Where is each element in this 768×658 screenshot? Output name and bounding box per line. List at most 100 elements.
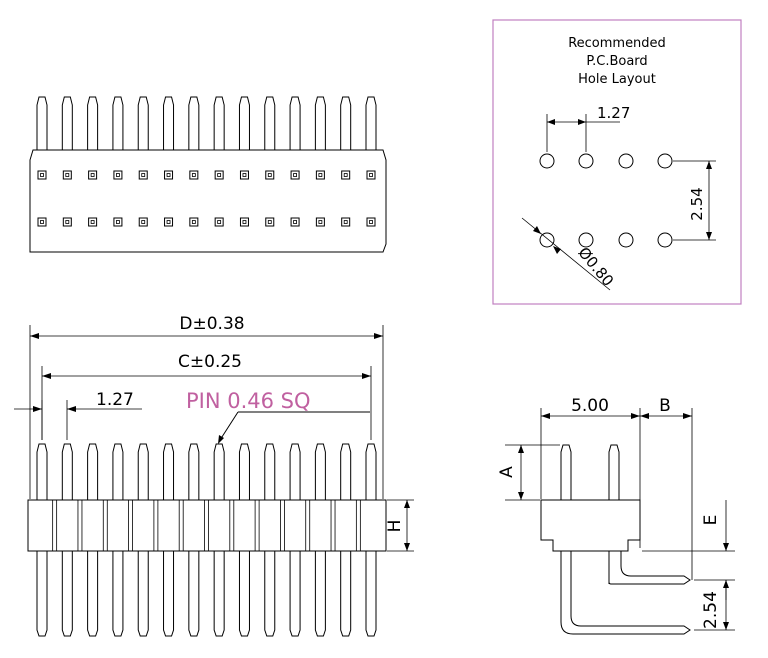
top-view-pin [112, 96, 124, 150]
top-view-pin-square-inner [293, 173, 297, 177]
hole-pitch-label: 1.27 [597, 104, 630, 122]
front-view-pin-upper [61, 443, 73, 500]
top-view-pin-square-inner [293, 220, 297, 224]
dim-d: D±0.38 [29, 314, 384, 499]
front-view-pin-lower [137, 551, 149, 637]
top-view-pin-square-inner [166, 173, 171, 177]
front-view-pin-lower [365, 551, 377, 637]
top-view-pin-square [341, 170, 351, 180]
front-view-pin-lower [289, 551, 301, 637]
dim-h: H [385, 499, 414, 552]
top-view-pin-square-inner [116, 173, 120, 177]
hole-layout-border [492, 19, 742, 305]
top-view-pin-square-inner [90, 173, 95, 177]
dim-d-label: D±0.38 [179, 314, 244, 334]
front-view-pin-upper [289, 443, 301, 500]
top-view-pin-square-inner [40, 173, 44, 177]
front-view-pin-upper [213, 443, 225, 500]
top-view-pin-square [290, 170, 300, 180]
top-view-pin [188, 96, 200, 150]
top-view-pin-square [88, 217, 98, 227]
side-view: A 5.00 B E [497, 396, 735, 635]
top-view-pin-square [113, 170, 123, 180]
top-view [29, 96, 387, 253]
front-view-pin-lower [238, 551, 250, 637]
top-view-pin-marks [37, 170, 376, 227]
top-view-pin-square-inner [166, 220, 171, 224]
top-view-pin-square [214, 170, 224, 180]
top-view-pin [36, 96, 48, 150]
top-view-pin-square [315, 217, 325, 227]
front-view-pins [36, 443, 377, 637]
dim-a: A [497, 444, 560, 501]
hole-layout-title-line-3: Hole Layout [578, 72, 656, 87]
dim-offset-label: 5.00 [571, 396, 609, 416]
top-view-pin-square-inner [369, 173, 373, 177]
side-pin-upper-1 [560, 444, 572, 500]
top-view-pin-square [37, 217, 47, 227]
top-view-pin-square-inner [116, 220, 120, 224]
top-view-pin [238, 96, 250, 150]
top-view-pin-square [265, 217, 275, 227]
side-pin-upper-2 [608, 444, 620, 500]
pin-callout-label: PIN 0.46 SQ [186, 389, 311, 413]
top-view-pin-square [239, 170, 249, 180]
dim-e-label: E [701, 515, 721, 526]
front-view-pin-upper [87, 443, 99, 500]
top-view-pin-square [62, 217, 72, 227]
top-view-pin [340, 96, 352, 150]
dim-offset: 5.00 B [540, 396, 693, 580]
hole [539, 153, 555, 169]
hole [657, 153, 673, 169]
top-view-pin-square-inner [343, 220, 348, 224]
front-view-pin-lower [163, 551, 175, 637]
top-view-pin-square [366, 170, 376, 180]
front-view-housing [27, 499, 387, 552]
front-view-pin-lower [112, 551, 124, 637]
top-view-body [29, 149, 387, 253]
front-view-pin-upper [264, 443, 276, 500]
top-view-pin-square-inner [40, 220, 44, 224]
top-view-pin [365, 96, 377, 150]
front-view-pin-lower [340, 551, 352, 637]
top-view-pin-square [113, 217, 123, 227]
front-view-pin-lower [213, 551, 225, 637]
dim-h-label: H [385, 520, 405, 533]
hole-layout-panel: Recommended P.C.Board Hole Layout 1.27 [492, 19, 742, 305]
top-view-pin [137, 96, 149, 150]
front-view-pin-lower [61, 551, 73, 637]
front-view-pin-lower [36, 551, 48, 637]
hole [618, 153, 634, 169]
pin-callout: PIN 0.46 SQ [186, 389, 370, 444]
dim-pitch: 1.27 [14, 390, 142, 440]
front-view-pin-upper [238, 443, 250, 500]
top-view-pin-square [366, 217, 376, 227]
top-view-pin-square [290, 217, 300, 227]
top-view-pin-square [189, 170, 199, 180]
side-view-housing [540, 499, 641, 552]
dim-a-label: A [497, 466, 517, 478]
top-view-pin-square [88, 170, 98, 180]
top-view-pin-square [138, 217, 148, 227]
top-view-pin-square-inner [267, 220, 272, 224]
top-view-pin-square-inner [90, 220, 95, 224]
dim-row: 2.54 [694, 580, 735, 631]
front-view-pin-lower [188, 551, 200, 637]
top-view-pin-square [189, 217, 199, 227]
hole [578, 153, 594, 169]
top-view-pin-square [341, 217, 351, 227]
top-view-pin-square-inner [191, 173, 196, 177]
hole-diameter-dimension: Ø0.80 [521, 217, 617, 291]
top-view-pin [314, 96, 326, 150]
side-pin-bent-outer [560, 551, 691, 635]
hole-row-spacing-dimension: 2.54 [673, 160, 716, 241]
dim-b-label: B [659, 396, 671, 416]
top-view-pin [163, 96, 175, 150]
top-view-pin-square-inner [242, 173, 247, 177]
hole-row-spacing-label: 2.54 [688, 187, 706, 220]
hole [657, 232, 673, 248]
top-view-pin-square [239, 217, 249, 227]
top-view-pin-square-inner [267, 173, 272, 177]
front-view-pin-upper [163, 443, 175, 500]
